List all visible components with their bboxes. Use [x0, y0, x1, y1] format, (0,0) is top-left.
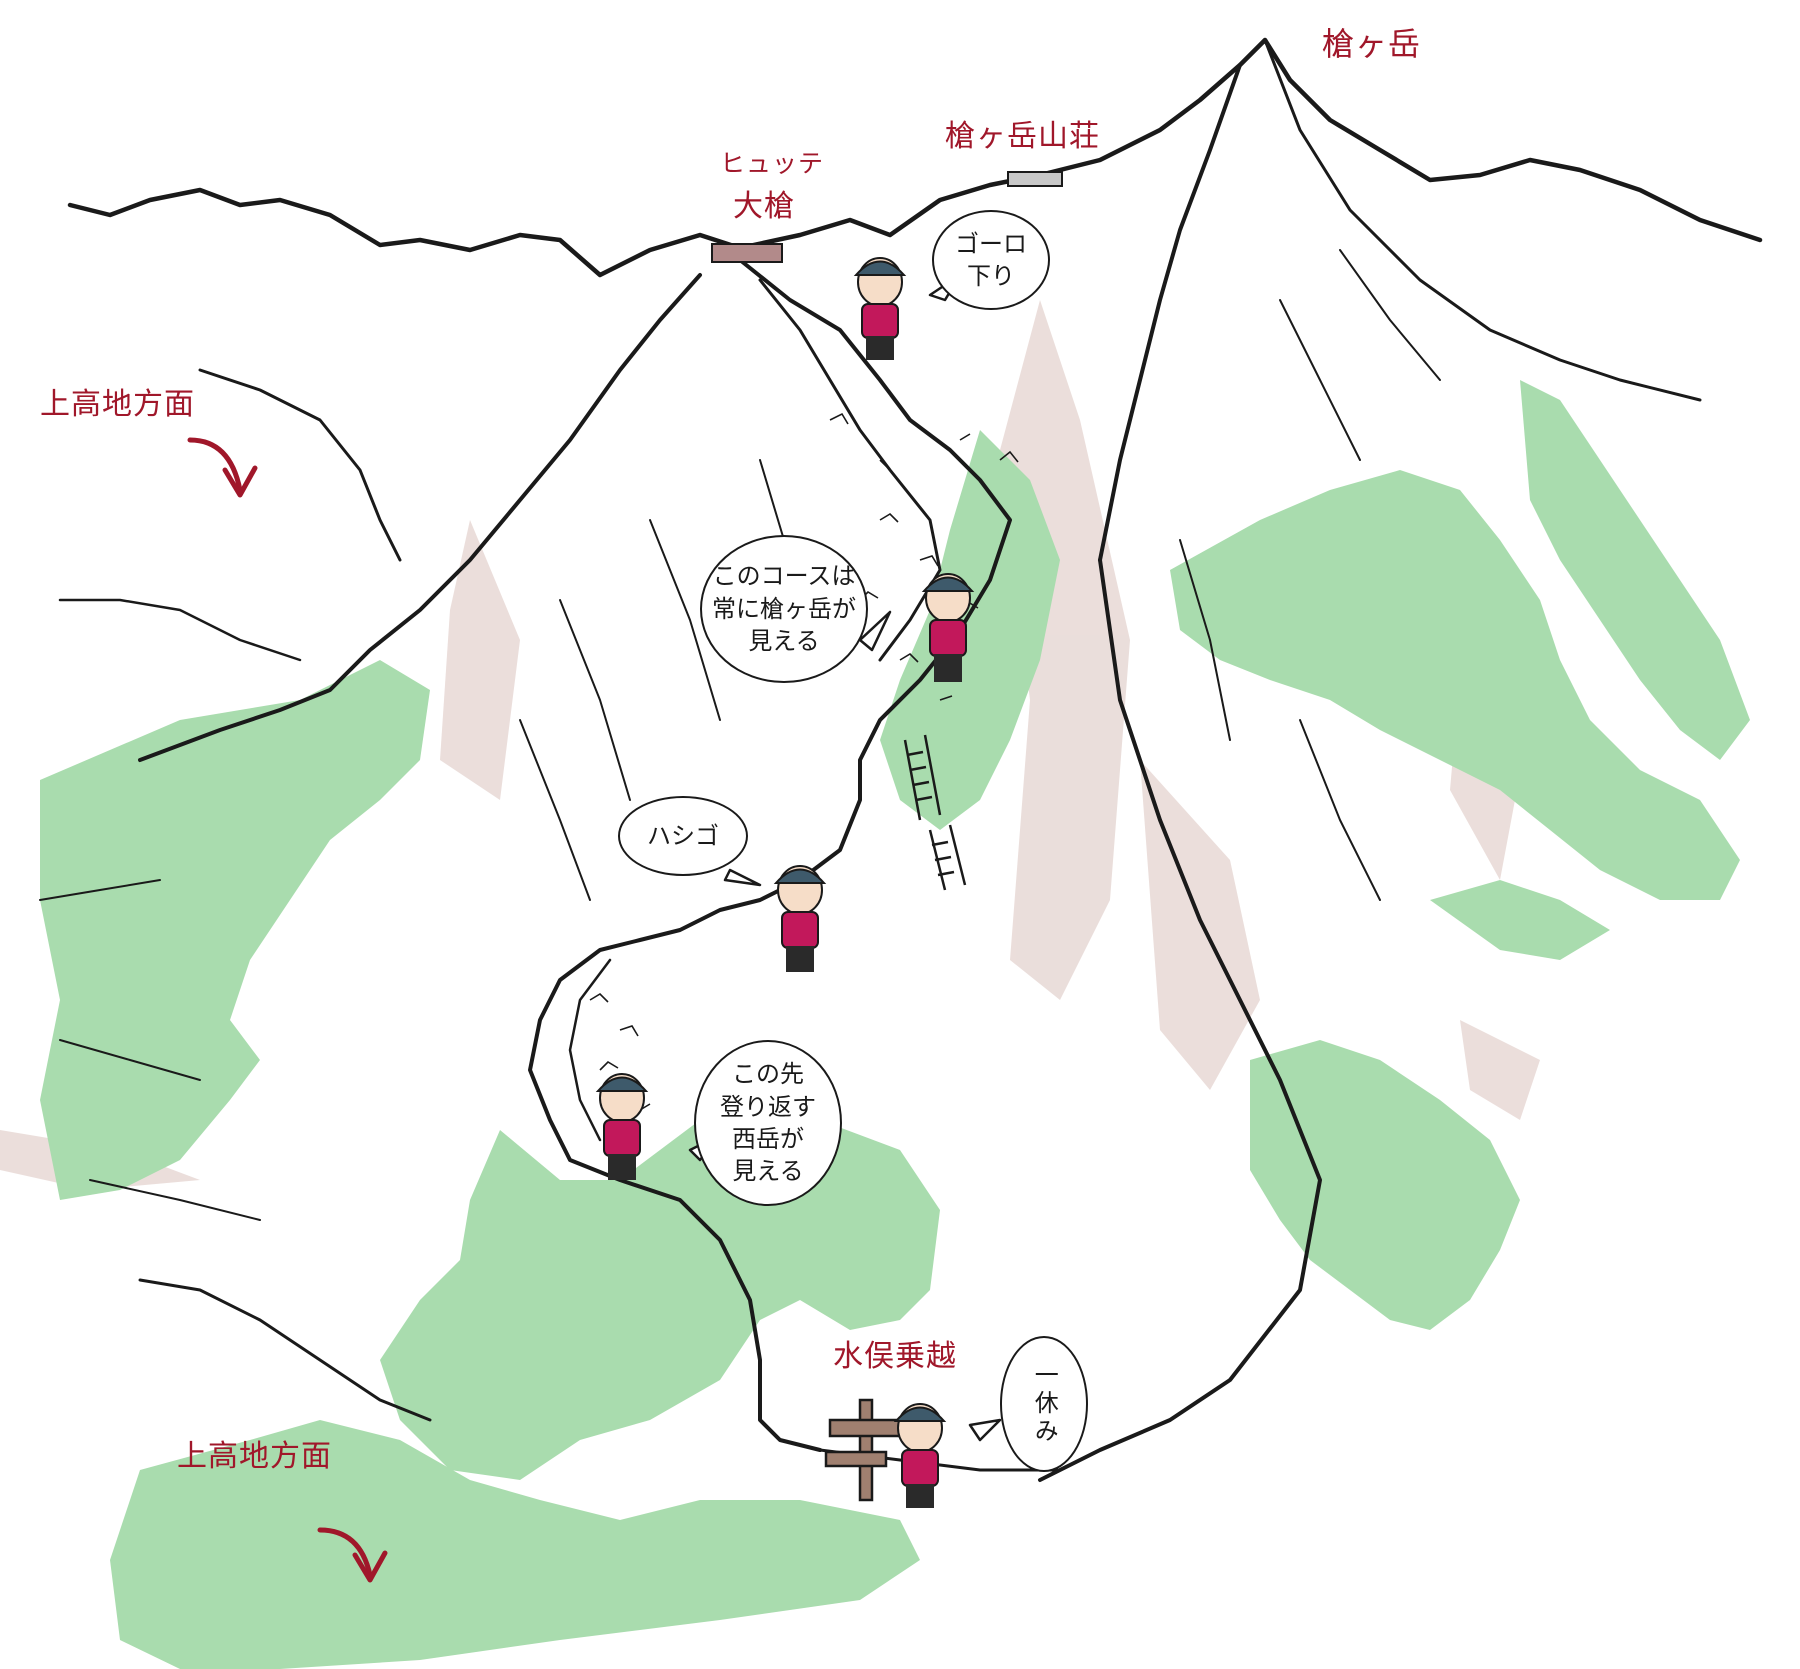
forest-areas — [40, 380, 1750, 1669]
speech-bubble-goro-text: ゴーロ 下り — [955, 229, 1027, 290]
left-slope-lines — [39, 879, 261, 1221]
hiker-figure — [921, 573, 975, 682]
lower-right-slope — [1038, 558, 1322, 1482]
lower-left-ridge — [138, 1278, 432, 1422]
hiker-figure — [595, 1073, 649, 1180]
speech-bubble-hashigo-text: ハシゴ — [647, 821, 719, 850]
left-slopes — [58, 598, 302, 662]
curved-arrow-down-right-icon — [187, 437, 258, 498]
speech-bubble-hashigo: ハシゴ — [618, 796, 748, 876]
speech-bubble-rest: 一休み — [1000, 1336, 1088, 1472]
forest-right-strip — [1520, 380, 1750, 760]
speech-bubble-course: このコースは 常に槍ヶ岳が 見える — [700, 535, 868, 683]
right-rock-lines — [1179, 249, 1441, 901]
forest-ridge-green — [880, 430, 1060, 830]
label-kamikochi-upper: 上高地方面 — [40, 387, 195, 422]
yari-east-face — [1263, 38, 1702, 402]
speech-bubble-nishidake-text: この先 登り返す 西岳が 見える — [720, 1060, 816, 1186]
curved-arrow-down-right-icon — [317, 1527, 388, 1583]
forest-right-mid — [1430, 880, 1610, 960]
speech-bubble-course-text: このコースは 常に槍ヶ岳が 見える — [712, 562, 856, 656]
label-kamikochi-lower: 上高地方面 — [177, 1439, 332, 1474]
hiker-figure — [893, 1403, 947, 1508]
hut-icon — [711, 171, 1063, 263]
main-ridge-right — [1098, 63, 1242, 562]
mountain-outlines — [39, 37, 1763, 1482]
label-hutte-oyari-line2: 大槍 — [733, 189, 795, 224]
ladder-icon — [903, 734, 967, 891]
label-mizumata-norikoshi: 水俣乗越 — [833, 1339, 957, 1374]
label-yarigatake: 槍ヶ岳 — [1322, 25, 1422, 63]
skyline-ridge — [67, 37, 1763, 278]
forest-right-lower — [1250, 1040, 1520, 1330]
signpost-icon — [824, 1398, 912, 1502]
forest-right-upper — [1170, 470, 1740, 900]
left-valley-line — [198, 368, 402, 562]
label-yarigatake-sanso: 槍ヶ岳山荘 — [945, 119, 1100, 154]
hiker-figure — [853, 257, 907, 360]
forest-bottom-left — [110, 1420, 920, 1669]
speech-bubble-goro: ゴーロ 下り — [932, 210, 1050, 310]
forest-left-large — [40, 660, 430, 1200]
speech-bubble-nishidake: この先 登り返す 西岳が 見える — [694, 1040, 842, 1206]
speech-bubble-rest-text: 一休み — [1030, 1362, 1059, 1446]
center-rock-lines — [519, 459, 801, 901]
label-hutte-oyari-line1: ヒュッテ — [720, 149, 825, 178]
main-ridge-left — [138, 273, 702, 762]
hiker-figure — [773, 865, 827, 972]
